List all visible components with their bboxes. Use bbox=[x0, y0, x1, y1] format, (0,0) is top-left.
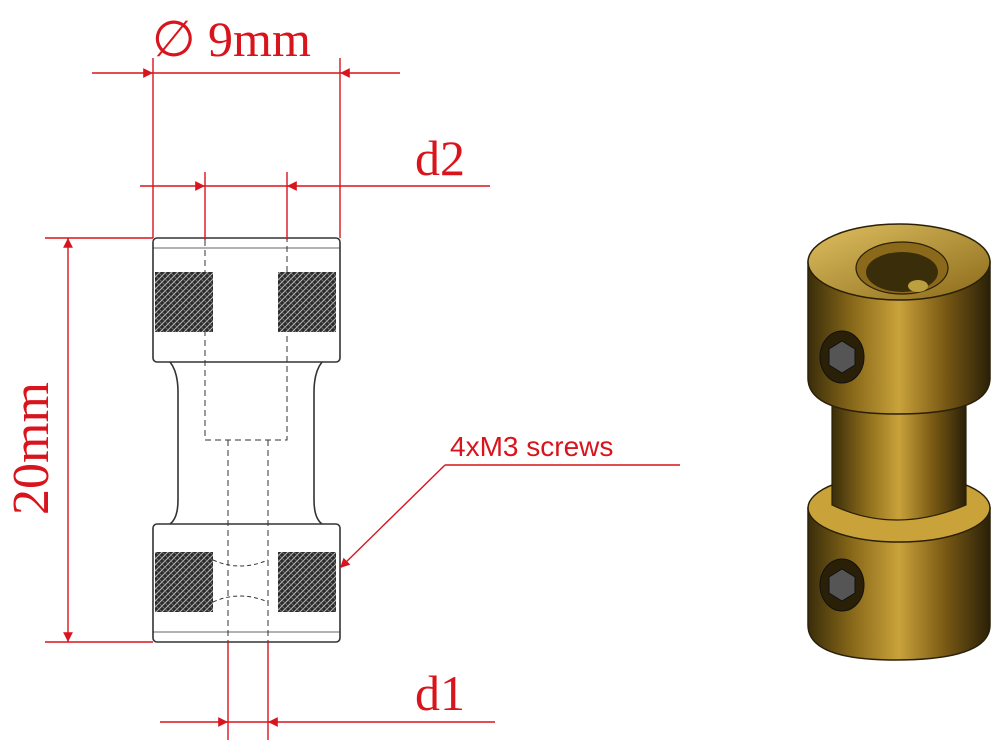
thread-top-right bbox=[278, 272, 336, 332]
dim-d1-label: d1 bbox=[415, 665, 465, 721]
threaded-holes bbox=[155, 272, 336, 612]
dim-d2-label: d2 bbox=[415, 130, 465, 186]
dim-diameter-label: ∅ 9mm bbox=[152, 11, 311, 67]
thread-bottom-right bbox=[278, 552, 336, 612]
brass-shaft-coupler-3d-icon bbox=[807, 223, 991, 661]
dimension-lines bbox=[45, 58, 680, 740]
hidden-bore-lines bbox=[204, 240, 288, 642]
thread-bottom-left bbox=[155, 552, 213, 612]
callout-label: 4xM3 screws bbox=[450, 431, 613, 462]
neck-outline bbox=[169, 361, 323, 525]
thread-top-left bbox=[155, 272, 213, 332]
hex-socket-set-screw-icon bbox=[819, 558, 865, 612]
dim-length-label: 20mm bbox=[3, 382, 60, 515]
hex-socket-set-screw-icon bbox=[819, 330, 865, 384]
